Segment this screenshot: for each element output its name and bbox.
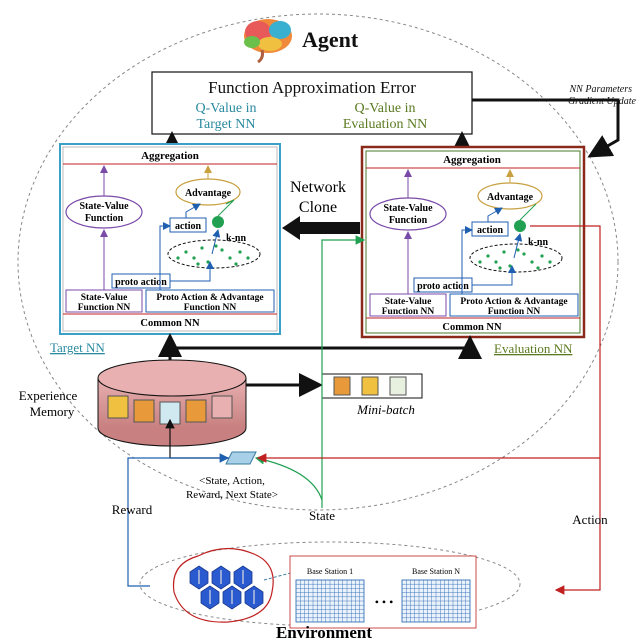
network-clone-line1: Network: [290, 179, 346, 196]
bsn-resource-grid: [401, 579, 471, 623]
network-clone-line2: Clone: [299, 199, 337, 216]
svg-text:k-nn: k-nn: [226, 233, 246, 244]
target-knn-node: [212, 216, 224, 228]
q-eval-line2: Evaluation NN: [343, 117, 427, 132]
ellipsis-dots: • • •: [375, 595, 394, 609]
svg-text:Advantage: Advantage: [487, 192, 534, 203]
svg-text:State-Value: State-Value: [79, 201, 129, 212]
bsn-label: Base Station N: [412, 567, 460, 576]
reward-line: [127, 453, 230, 587]
q-target-line2: Target NN: [196, 117, 255, 132]
svg-text:Function NN: Function NN: [184, 303, 237, 313]
target-proto-adv-nn: [145, 289, 275, 313]
svg-text:Function: Function: [389, 215, 428, 226]
target-action-space: [167, 239, 261, 269]
action-line: [530, 225, 601, 595]
error-box: [151, 71, 473, 135]
brain-icon: [244, 19, 292, 64]
eval-nn: Aggregation State-Value Function Advanta…: [360, 145, 586, 339]
q-target-line1: Q-Value in: [195, 101, 256, 116]
svg-text:State-Value: State-Value: [385, 297, 432, 307]
svg-text:k-nn: k-nn: [528, 237, 548, 248]
state-label: State: [309, 508, 335, 523]
gradient-update-arrow: [472, 98, 620, 158]
target-common-nn: Common NN: [140, 318, 200, 329]
memory-slots: [107, 395, 233, 425]
target-aggregation: Aggregation: [141, 150, 199, 162]
environment-boundary: [139, 541, 521, 627]
network-clone-arrow: [282, 216, 360, 240]
experience-line1: Experience: [19, 388, 78, 403]
experience-memory: [97, 359, 247, 447]
agent-boundary: [17, 13, 619, 511]
svg-text:proto action: proto action: [417, 281, 469, 292]
eval-common-nn: Common NN: [442, 322, 502, 333]
cell-hexagons: [172, 547, 274, 623]
svg-text:action: action: [175, 221, 202, 232]
svg-text:action: action: [477, 225, 504, 236]
router-icon: [225, 451, 257, 465]
bs1-resource-grid: [295, 579, 365, 623]
svg-text:State-Value: State-Value: [81, 293, 128, 303]
svg-text:Function NN: Function NN: [78, 303, 131, 313]
experience-line2: Memory: [30, 404, 75, 419]
transition-line1: <State, Action,: [199, 475, 265, 487]
state-to-transition: [254, 455, 323, 501]
svg-text:Advantage: Advantage: [185, 188, 232, 199]
target-action-points: [176, 244, 250, 266]
agent-title: Agent: [302, 27, 359, 52]
eval-knn-node: [514, 220, 526, 232]
eval-nn-label: Evaluation NN: [494, 341, 573, 356]
state-line: [321, 235, 366, 508]
eval-aggregation: Aggregation: [443, 154, 501, 166]
svg-text:Function: Function: [85, 213, 124, 224]
transition-line2: Reward, Next State>: [186, 489, 278, 501]
svg-text:Proto Action & Advantage: Proto Action & Advantage: [156, 293, 263, 303]
reward-label: Reward: [112, 502, 153, 517]
error-title: Function Approximation Error: [208, 78, 416, 97]
target-nn: Aggregation State-Value Function Advanta…: [59, 143, 281, 335]
mini-batch: [321, 373, 423, 399]
action-label: Action: [572, 512, 608, 527]
environment-title: Environment: [276, 623, 372, 642]
svg-text:State-Value: State-Value: [383, 203, 433, 214]
mini-batch-label: Mini-batch: [356, 402, 415, 417]
nn-update-line1: NN Parameters: [569, 84, 633, 95]
q-eval-line1: Q-Value in: [354, 101, 415, 116]
eval-proto-adv-nn: [449, 293, 579, 317]
svg-text:proto action: proto action: [115, 277, 167, 288]
bs1-label: Base Station 1: [307, 567, 353, 576]
target-nn-label: Target NN: [50, 340, 105, 355]
eval-action-points: [478, 248, 552, 270]
eval-action-space: [469, 243, 563, 273]
svg-text:Function NN: Function NN: [382, 307, 435, 317]
svg-text:Proto Action & Advantage: Proto Action & Advantage: [460, 297, 567, 307]
svg-text:Function NN: Function NN: [488, 307, 541, 317]
